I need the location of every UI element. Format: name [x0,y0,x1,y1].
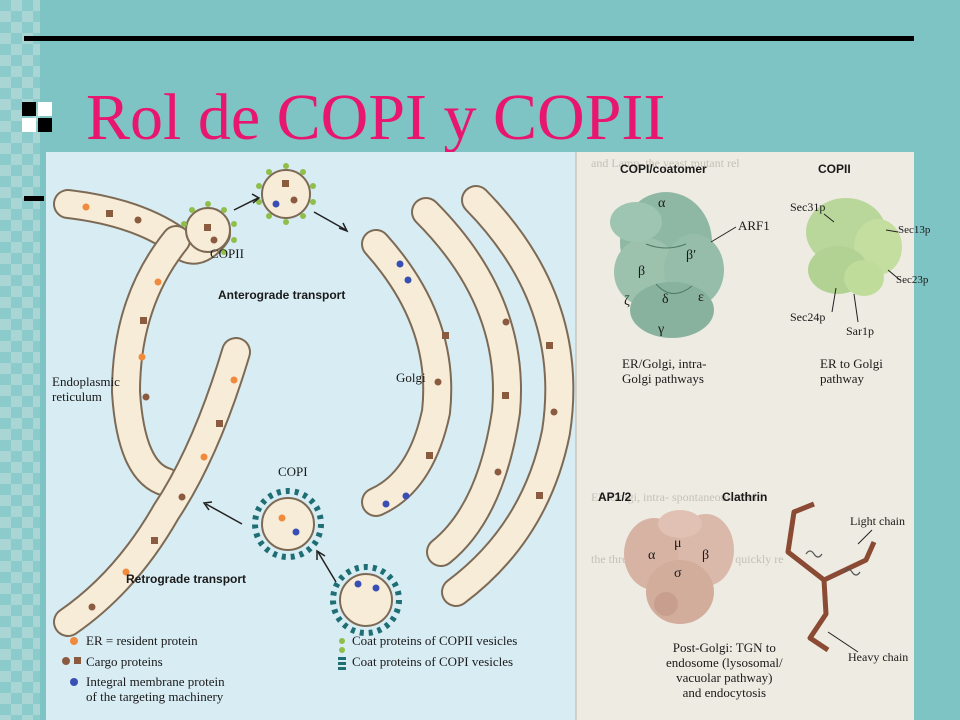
copi-vesicle-2 [330,564,402,636]
copii-protein-label: Sec23p [896,274,929,286]
legend-item: ER = resident protein [86,633,198,648]
clathrin-caption: Post-Golgi: TGN to endosome (lysosomal/ … [666,640,783,700]
legend-item: Cargo proteins [86,654,163,669]
copii-panel-title: COPII [818,162,851,176]
coatomer-structure [610,192,737,338]
ap-subunit: μ [674,536,682,551]
top-rule [24,36,914,41]
bottom-rule-stub [24,196,44,201]
copii-vesicle-2 [256,163,316,225]
slide-title: Rol de COPI y COPII [86,81,666,154]
coatomer-subunit: β′ [686,248,697,263]
ap-subunit: α [648,548,656,563]
transport-diagram-svg [53,152,902,720]
copii-structure [806,198,902,323]
copi-vesicle-1 [252,488,324,560]
figure: and Lamp, the yeast mutant rel ER/Golgi,… [46,152,930,720]
coatomer-subunit: α [658,196,666,211]
copii-protein-label: Sec24p [790,310,826,324]
legend-markers [62,637,346,686]
transport-arrows [202,193,349,583]
legend-item: Coat proteins of COPI vesicles [352,654,514,669]
er-tubes [53,185,575,637]
copii-protein-label: Sec13p [898,224,931,236]
coatomer-subunit: β [638,264,646,279]
ap-subunit: β [702,548,710,563]
legend-item: Integral membrane protein of the targeti… [86,674,225,704]
arf1-label: ARF1 [738,218,770,233]
ap-structure [624,510,734,624]
copii-protein-label: Sar1p [846,324,874,338]
clathrin-triskelion [785,501,877,653]
copi-caption: ER/Golgi, intra- Golgi pathways [622,356,707,386]
golgi-label: Golgi [396,370,426,385]
copi-panel-title: COPI/coatomer [620,162,707,176]
legend-item: Coat proteins of COPII vesicles [352,633,518,648]
anterograde-label: Anterograde transport [218,288,346,302]
er-label: Endoplasmic reticulum [52,374,120,404]
ap-panel-title: AP1/2 [598,490,632,504]
copi-label: COPI [278,464,308,479]
coatomer-subunit: γ [658,322,665,337]
copii-vesicle-1 [181,201,237,255]
light-chain-label: Light chain [850,514,905,528]
square-bullet-icon [22,102,54,134]
copii-protein-label: Sec31p [790,200,826,214]
cargo-markers [82,203,558,611]
heavy-chain-label: Heavy chain [848,650,909,664]
ap-subunit: σ [674,566,682,581]
copii-label: COPII [210,246,244,261]
coatomer-subunit: δ [662,292,669,307]
clathrin-panel-title: Clathrin [722,490,768,504]
coatomer-subunit: ε [698,290,704,305]
coatomer-subunit: ζ [624,294,630,309]
retrograde-label: Retrograde transport [126,572,247,586]
copii-caption: ER to Golgi pathway [820,356,883,386]
